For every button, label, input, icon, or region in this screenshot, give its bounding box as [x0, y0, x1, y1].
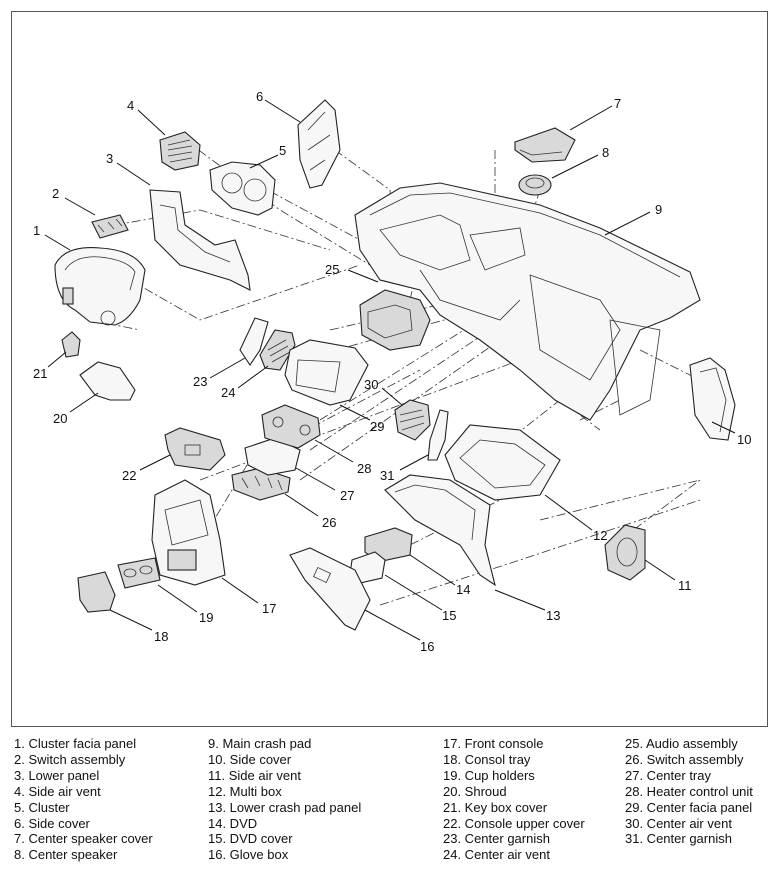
legend-item: 9. Main crash pad	[208, 736, 312, 751]
callout-4: 4	[127, 98, 134, 113]
legend-column-1: 1. Cluster facia panel 2. Switch assembl…	[14, 736, 153, 863]
callout-labels: 1 2 3 4 5 6 7 8 9 10 11 12 13 14 15 16 1…	[33, 89, 751, 654]
callout-8: 8	[602, 145, 609, 160]
legend-item: 28. Heater control unit	[625, 783, 753, 799]
callout-10: 10	[737, 432, 751, 447]
cluster	[209, 161, 276, 216]
center-speaker-cover	[514, 127, 576, 163]
callout-7: 7	[614, 96, 621, 111]
callout-6: 6	[256, 89, 263, 104]
legend-item: 22. Console upper cover	[443, 815, 585, 831]
center-garnish-right	[427, 409, 449, 461]
legend-item: 21. Key box cover	[443, 799, 548, 815]
callout-27: 27	[340, 488, 354, 503]
callout-22: 22	[122, 468, 136, 483]
legend-item: 29. Center facia panel	[625, 799, 753, 815]
leader-lines	[44, 99, 736, 641]
cluster-facia-panel	[54, 247, 146, 326]
callout-25: 25	[325, 262, 339, 277]
callout-21: 21	[33, 366, 47, 381]
callout-14: 14	[456, 582, 470, 597]
legend-item: 30. Center air vent	[625, 815, 732, 831]
heater-control-unit	[261, 404, 321, 449]
callout-20: 20	[53, 411, 67, 426]
center-facia-panel	[284, 339, 369, 406]
legend-item: 15. DVD cover	[208, 831, 293, 847]
legend-item: 6. Side cover	[14, 815, 90, 831]
side-cover-left	[297, 99, 341, 189]
legend-item: 5. Cluster	[14, 799, 70, 815]
callout-28: 28	[357, 461, 371, 476]
callout-1: 1	[33, 223, 40, 238]
legend-item: 24. Center air vent	[443, 847, 550, 863]
legend-item: 12. Multi box	[208, 783, 282, 799]
exploded-dashboard-diagram: 1 2 3 4 5 6 7 8 9 10 11 12 13 14 15 16 1…	[33, 89, 751, 654]
callout-31: 31	[380, 468, 394, 483]
side-air-vent-right	[604, 524, 646, 581]
callout-29: 29	[370, 419, 384, 434]
console-tray	[77, 571, 116, 613]
side-cover-right	[689, 357, 736, 441]
callout-2: 2	[52, 186, 59, 201]
legend-item: 23. Center garnish	[443, 831, 550, 847]
switch-assembly-left	[91, 214, 129, 239]
legend-column-2: 9. Main crash pad 10. Side cover 11. Sid…	[208, 736, 361, 863]
front-console	[151, 479, 226, 586]
legend-item: 10. Side cover	[208, 751, 292, 767]
callout-12: 12	[593, 528, 607, 543]
legend-item: 13. Lower crash pad panel	[208, 799, 362, 815]
glove-box	[289, 547, 371, 631]
key-box-cover	[61, 331, 81, 358]
callout-17: 17	[262, 601, 276, 616]
lower-panel	[149, 189, 251, 291]
legend-item: 7. Center speaker cover	[14, 831, 153, 847]
legend-item: 11. Side air vent	[208, 767, 301, 783]
callout-30: 30	[364, 377, 378, 392]
callout-19: 19	[199, 610, 213, 625]
legend-item: 26. Switch assembly	[625, 751, 744, 767]
legend-item: 20. Shroud	[443, 783, 507, 799]
console-upper-cover	[164, 427, 226, 471]
switch-assembly-center	[231, 467, 291, 501]
callout-16: 16	[420, 639, 434, 654]
callout-13: 13	[546, 608, 560, 623]
legend-item: 2. Switch assembly	[14, 751, 126, 767]
audio-assembly	[359, 289, 431, 351]
legend-item: 18. Consol tray	[443, 751, 531, 767]
legend-item: 4. Side air vent	[14, 783, 101, 799]
callout-5: 5	[279, 143, 286, 158]
shroud	[79, 361, 136, 401]
legend-item: 3. Lower panel	[14, 767, 100, 783]
multi-box	[444, 424, 561, 501]
legend-item: 1. Cluster facia panel	[14, 736, 137, 751]
parts-legend: 1. Cluster facia panel 2. Switch assembl…	[14, 736, 774, 866]
callout-23: 23	[193, 374, 207, 389]
side-air-vent-left	[159, 131, 201, 171]
lower-crash-pad-panel	[384, 474, 496, 587]
legend-item: 8. Center speaker	[14, 847, 118, 863]
cup-holders	[117, 557, 161, 589]
callout-11: 11	[678, 578, 692, 593]
callout-24: 24	[221, 385, 235, 400]
main-crash-pad	[354, 182, 701, 421]
callout-26: 26	[322, 515, 336, 530]
legend-column-3: 17. Front console 18. Consol tray 19. Cu…	[443, 736, 585, 863]
legend-item: 14. DVD	[208, 815, 258, 831]
legend-item: 19. Cup holders	[443, 767, 535, 783]
legend-item: 17. Front console	[443, 736, 544, 751]
legend-item: 25. Audio assembly	[625, 736, 738, 751]
center-speaker	[518, 174, 552, 196]
legend-item: 16. Glove box	[208, 847, 289, 863]
callout-18: 18	[154, 629, 168, 644]
diagram-frame	[11, 11, 768, 727]
legend-item: 27. Center tray	[625, 767, 711, 783]
center-garnish-left	[239, 317, 269, 366]
legend-item: 31. Center garnish	[625, 831, 732, 847]
callout-15: 15	[442, 608, 456, 623]
callout-9: 9	[655, 202, 662, 217]
center-air-vent-right	[394, 399, 431, 441]
legend-column-4: 25. Audio assembly 26. Switch assembly 2…	[625, 736, 753, 847]
callout-3: 3	[106, 151, 113, 166]
